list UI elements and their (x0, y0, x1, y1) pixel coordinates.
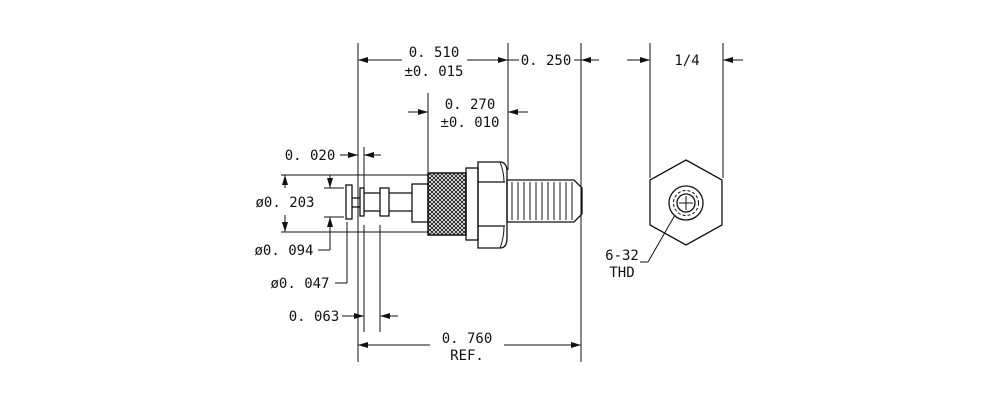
callout-thread-size: 6-32 (605, 248, 639, 264)
dim-body-tolerance: ±0. 010 (440, 115, 499, 131)
dim-head-diameter: ø0. 203 (255, 195, 314, 211)
dim-stud-length: 0. 250 (521, 53, 572, 69)
dim-overall-length: 0. 510 (409, 45, 460, 61)
tip-circle (676, 193, 696, 213)
hex-nut (477, 161, 508, 249)
dim-overall-tolerance: ±0. 015 (404, 64, 463, 80)
callout-thread-label: THD (609, 265, 634, 281)
dim-ref-label: REF. (450, 348, 484, 364)
dim-body-length: 0. 270 (445, 97, 496, 113)
dim-slot-spacing: 0. 063 (289, 309, 340, 325)
threaded-stud (506, 179, 583, 223)
dim-slot-width: 0. 020 (285, 148, 336, 164)
hex-outline (649, 159, 723, 246)
dim-hex-size: 1/4 (674, 53, 699, 69)
thread-circle (668, 185, 704, 221)
side-view (281, 161, 583, 249)
end-view (649, 159, 723, 246)
washer (465, 167, 479, 241)
dim-ref-length: 0. 760 (442, 331, 493, 347)
dim-shank-diameter: ø0. 094 (254, 243, 313, 259)
knurled-body (427, 172, 467, 236)
dimensions: 0. 510 ±0. 015 0. 250 1/4 0. 270 ±0. 010… (254, 43, 743, 364)
dim-hole-diameter: ø0. 047 (270, 276, 329, 292)
